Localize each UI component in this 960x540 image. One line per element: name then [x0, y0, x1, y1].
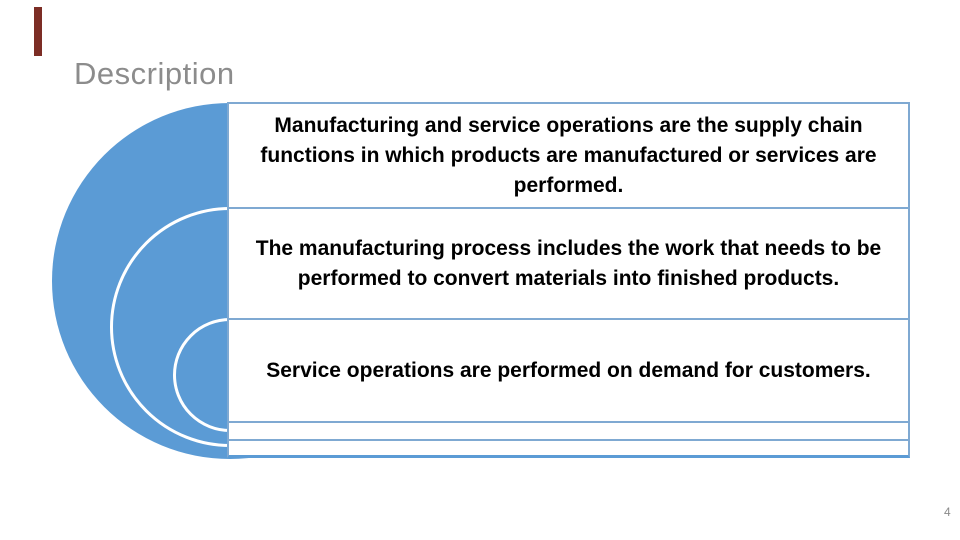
- list-item-box-2: The manufacturing process includes the w…: [227, 207, 910, 318]
- list-item-box-3: Service operations are performed on dema…: [227, 318, 910, 421]
- list-item-box-4-empty: [227, 421, 910, 439]
- page-number: 4: [944, 505, 951, 519]
- list-item-box-5-empty: [227, 439, 910, 458]
- list-item-text-1: Manufacturing and service operations are…: [260, 113, 877, 197]
- slide-title: Description: [74, 56, 235, 91]
- list-item-box-1: Manufacturing and service operations are…: [227, 102, 910, 207]
- list-item-text-2: The manufacturing process includes the w…: [255, 236, 882, 290]
- list-item-text-3: Service operations are performed on dema…: [266, 358, 871, 382]
- accent-bar: [34, 7, 42, 56]
